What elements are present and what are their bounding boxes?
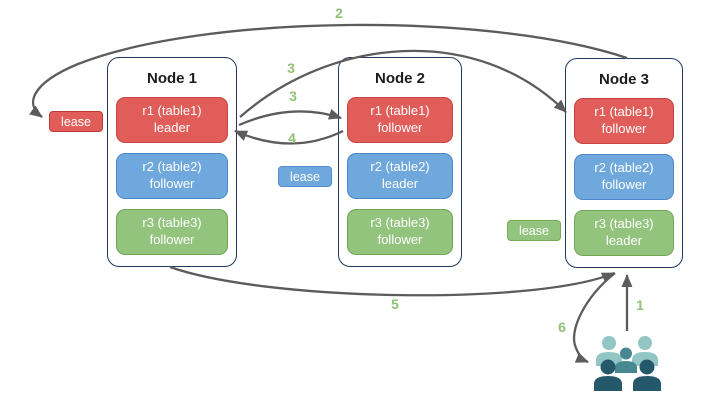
node-3-replica-r1: r1 (table1) follower	[574, 98, 674, 144]
node-2-title: Node 2	[374, 70, 425, 87]
replica-role: follower	[149, 232, 195, 247]
replica-name: r2 (table2)	[594, 160, 654, 176]
node-1-title: Node 1	[146, 70, 197, 87]
replica-name: r3 (table3)	[142, 215, 202, 231]
node-1-replica-r1: r1 (table1) leader	[116, 97, 228, 143]
node-2: Node 2 r1 (table1) follower r2 (table2) …	[338, 57, 462, 267]
arrow-step-5	[169, 265, 615, 297]
replica-name: r2 (table2)	[370, 159, 430, 175]
step-label-6: 6	[558, 319, 566, 335]
replica-name: r1 (table1)	[370, 103, 430, 119]
replica-role: follower	[601, 177, 647, 192]
replica-name: r1 (table1)	[142, 103, 202, 119]
replica-name: r3 (table3)	[594, 216, 654, 232]
lease-badge-table1: lease	[49, 111, 103, 132]
node-3: Node 3 r1 (table1) follower r2 (table2) …	[565, 58, 683, 268]
replica-role: follower	[377, 120, 423, 135]
node-1-replica-r3: r3 (table3) follower	[116, 209, 228, 255]
replica-role: follower	[149, 176, 195, 191]
replica-role: follower	[601, 121, 647, 136]
step-label-1: 1	[636, 297, 644, 313]
lease-badge-table2: lease	[278, 166, 332, 187]
replica-role: follower	[377, 232, 423, 247]
node-3-title: Node 3	[598, 71, 649, 88]
node-2-replica-r1: r1 (table1) follower	[347, 97, 453, 143]
step-label-5: 5	[391, 296, 399, 312]
replica-role: leader	[605, 233, 643, 248]
node-1-replica-r2: r2 (table2) follower	[116, 153, 228, 199]
replica-role: leader	[153, 120, 191, 135]
node-2-replica-r3: r3 (table3) follower	[347, 209, 453, 255]
step-label-2: 2	[335, 5, 343, 21]
users-middle	[615, 347, 637, 373]
node-3-replica-r2: r2 (table2) follower	[574, 154, 674, 200]
step-label-3b: 3	[289, 88, 297, 104]
replica-role: leader	[381, 176, 419, 191]
node-2-replica-r2: r2 (table2) leader	[347, 153, 453, 199]
users-icon	[594, 336, 661, 391]
node-3-replica-r3: r3 (table3) leader	[574, 210, 674, 256]
replica-name: r2 (table2)	[142, 159, 202, 175]
replica-name: r1 (table1)	[594, 104, 654, 120]
users-front-row	[594, 359, 661, 391]
lease-badge-table3: lease	[507, 220, 561, 241]
arrow-step-3-to-node2	[238, 109, 342, 127]
step-label-4: 4	[288, 130, 296, 146]
replica-name: r3 (table3)	[370, 215, 430, 231]
step-label-3a: 3	[287, 60, 295, 76]
node-1: Node 1 r1 (table1) leader r2 (table2) fo…	[107, 57, 237, 267]
